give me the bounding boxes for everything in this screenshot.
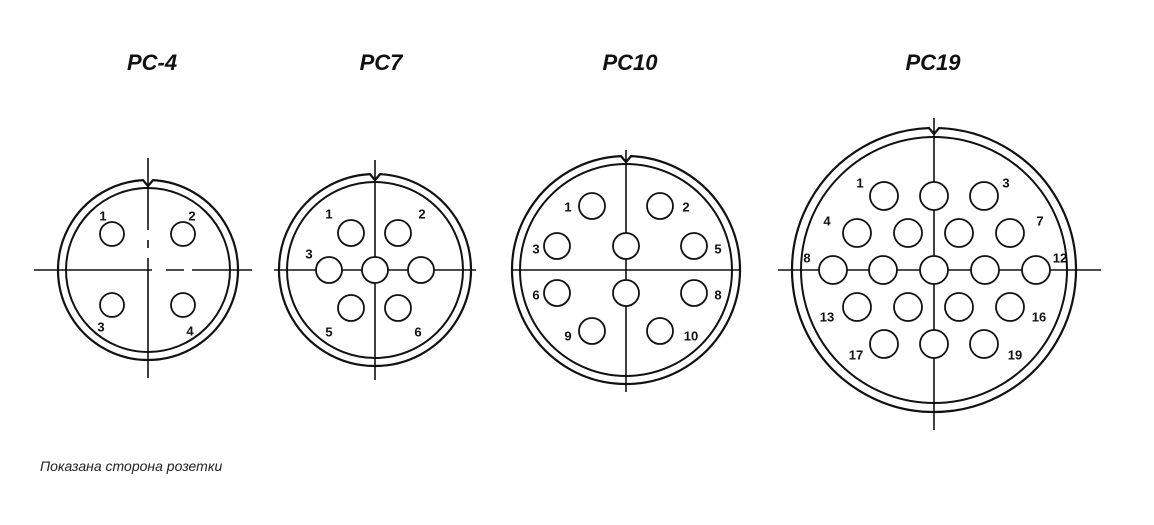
pc4-pin-1 [99,221,125,247]
pc7-pin-3 [315,256,343,284]
note-socket-side: Показана сторона розетки [40,458,223,474]
pc7-pin-label-1: 1 [325,206,332,221]
pc7-pin-label-6: 6 [414,324,421,339]
pc7-pin-7 [384,294,412,322]
pc10-pin-9 [578,317,606,345]
pc10-inner-rim [519,163,733,377]
pc10-outer-rim [510,155,742,386]
pc10-pin-label-1: 1 [564,199,571,214]
pc19-pin-label-12: 12 [1053,250,1067,265]
pc19-pin-1 [869,181,899,211]
pc19-outer-rim [790,126,1078,414]
pc7-pin-label-5: 5 [325,324,332,339]
pc10-pin-label-3: 3 [532,241,539,256]
pc10-pin-label-8: 8 [714,287,721,302]
pc19-pin-label-19: 19 [1008,347,1022,362]
pc10-pin-2 [646,192,674,220]
pc10-pin-label-5: 5 [714,241,721,256]
pc19-pin-3 [969,181,999,211]
pc19-pin-label-16: 16 [1032,309,1046,324]
pc19-pin-7 [995,218,1025,248]
pc7-inner-rim [286,181,464,359]
pc19-pin-17 [869,329,899,359]
pc19-pin-5 [893,218,923,248]
pc4-pin-label-3: 3 [97,319,104,334]
pc19-pin-label-13: 13 [820,309,834,324]
pc4-pin-4 [170,292,196,318]
pc19-inner-rim [800,136,1068,404]
pc10-pin-8 [680,279,708,307]
pc19-pin-8 [818,255,848,285]
pc4-pin-label-1: 1 [99,208,106,223]
pc10-pin-label-9: 9 [564,328,571,343]
pc4-pin-2 [170,221,196,247]
title-pc4: РС-4 [126,50,178,75]
pc19-pin-2 [919,181,949,211]
pc19-pin-16 [995,292,1025,322]
pc4-inner-rim [65,187,231,353]
pc19-pin-14 [893,292,923,322]
pc10-pin-10 [646,317,674,345]
pc19-pin-label-3: 3 [1002,175,1009,190]
pc19-pin-label-4: 4 [823,213,831,228]
pc19-pin-label-1: 1 [856,175,863,190]
pc10-pin-7 [612,279,640,307]
pc19-pin-13 [842,292,872,322]
pc4-outer-rim [56,179,240,362]
pc19-pin-label-7: 7 [1036,213,1043,228]
pc4-pin-label-4: 4 [186,323,194,338]
pc10-pin-label-6: 6 [532,287,539,302]
pc7-outer-rim [277,173,473,368]
pc7-pin-1 [337,219,365,247]
pc19-pin-label-17: 17 [849,347,863,362]
pc19-pin-11 [970,255,1000,285]
pc7-pin-label-3: 3 [305,246,312,261]
pc19-pin-15 [944,292,974,322]
pc19-pin-6 [944,218,974,248]
pc19-pin-12 [1021,255,1051,285]
pc10-pin-4 [612,232,640,260]
pc19-pin-19 [969,329,999,359]
pc7-pin-5 [407,256,435,284]
pc7-pin-6 [337,294,365,322]
pc4-pin-label-2: 2 [188,208,195,223]
pc10-pin-3 [543,232,571,260]
pc4-pin-3 [99,292,125,318]
pc19-pin-4 [842,218,872,248]
pc19-pin-18 [919,329,949,359]
pc7-pin-4 [361,256,389,284]
pc10-pin-label-10: 10 [684,328,698,343]
pc19-pin-9 [868,255,898,285]
pc10-pin-label-2: 2 [682,199,689,214]
pc10-pin-6 [543,279,571,307]
title-pc7: РС7 [359,50,403,75]
pc10-pin-1 [578,192,606,220]
pc19-pin-10 [919,255,949,285]
pc19-pin-label-8: 8 [803,250,810,265]
pc10-pin-5 [680,232,708,260]
pc7-pin-2 [384,219,412,247]
title-pc19: РС19 [905,50,961,75]
title-pc10: РС10 [602,50,658,75]
pc7-pin-label-2: 2 [418,206,425,221]
